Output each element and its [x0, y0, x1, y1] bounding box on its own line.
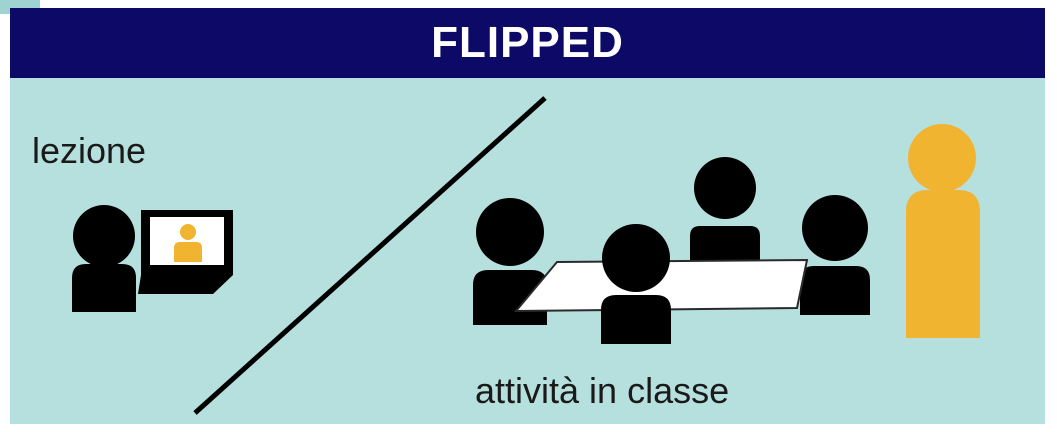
laptop-base [138, 275, 233, 294]
student-head [73, 205, 135, 267]
video-teacher-body [174, 242, 202, 262]
video-lecture-screen-icon [141, 210, 233, 275]
student-body-front [601, 295, 671, 344]
student-head-front [602, 224, 670, 292]
group-at-table-icon [473, 157, 870, 344]
teacher-head [908, 124, 976, 192]
student-head-right [802, 195, 868, 261]
teacher-body [906, 190, 980, 338]
slide-title: FLIPPED [431, 18, 624, 67]
table [513, 258, 809, 313]
diagonal-divider [193, 96, 547, 415]
video-teacher-head [180, 224, 196, 240]
title-bar: FLIPPED [10, 8, 1045, 78]
student-head-back [694, 157, 756, 219]
student-body-right [800, 266, 870, 315]
student-head-left [476, 198, 544, 266]
label-attivita-in-classe: attività in classe [475, 370, 730, 411]
teacher-figure-icon [906, 124, 980, 338]
person-with-laptop-icon [72, 205, 233, 312]
student-body [72, 264, 136, 312]
student-body-back [690, 226, 760, 262]
label-lezione: lezione [32, 130, 147, 171]
